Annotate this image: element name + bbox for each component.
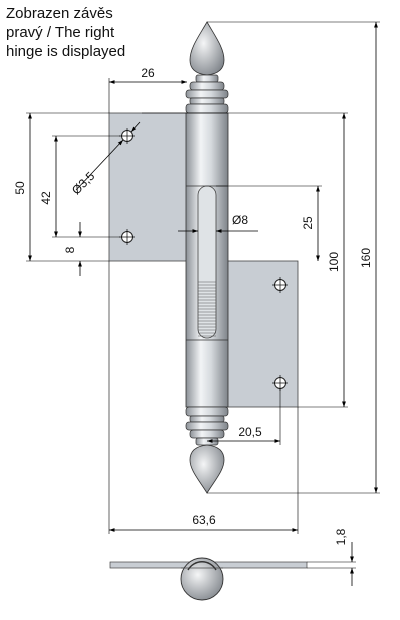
label-63-6: 63,6: [192, 513, 216, 527]
upper-hole-bottom: [119, 229, 135, 245]
dim-thickness: 1,8: [307, 528, 356, 586]
dim-lower-hole-offset: 20,5: [207, 388, 281, 445]
caption-line-2: pravý / The right: [6, 24, 115, 41]
dim-hole-spacing: 42: [39, 135, 120, 238]
lower-hole-top: [272, 277, 288, 293]
label-pin-diameter: Ø8: [232, 213, 248, 227]
label-42: 42: [39, 191, 53, 205]
label-50: 50: [13, 181, 27, 195]
caption-line-3: hinge is displayed: [6, 43, 126, 60]
label-20-5: 20,5: [238, 425, 262, 439]
label-26: 26: [141, 66, 155, 80]
dim-hole-edge-offset: 8: [63, 222, 82, 276]
dim-plate-height: 50: [13, 112, 109, 262]
label-8: 8: [63, 246, 77, 253]
hinge-barrel: [185, 21, 229, 494]
dim-top-plate-width: 26: [108, 66, 187, 113]
lower-leaf-plate: [219, 260, 299, 408]
dim-knuckle-offset: 25: [216, 185, 322, 261]
label-1-8: 1,8: [334, 528, 348, 545]
upper-hole-top: [119, 128, 135, 144]
label-25: 25: [301, 216, 315, 230]
label-hole-diameter: Ø3,5: [69, 169, 98, 198]
lower-hole-bottom: [272, 375, 288, 391]
dim-center-height: 100: [142, 112, 348, 408]
label-100: 100: [327, 252, 341, 272]
label-160: 160: [359, 248, 373, 268]
caption-line-1: Zobrazen závěs: [6, 5, 113, 22]
dim-overall-width: 63,6: [108, 261, 299, 534]
hinge-end-view: [109, 557, 308, 601]
dim-overall-height: 160: [207, 21, 380, 494]
hinge-caption: Zobrazen závěs pravý / The right hinge i…: [6, 4, 176, 61]
dim-pin-diameter: Ø8: [178, 213, 258, 233]
